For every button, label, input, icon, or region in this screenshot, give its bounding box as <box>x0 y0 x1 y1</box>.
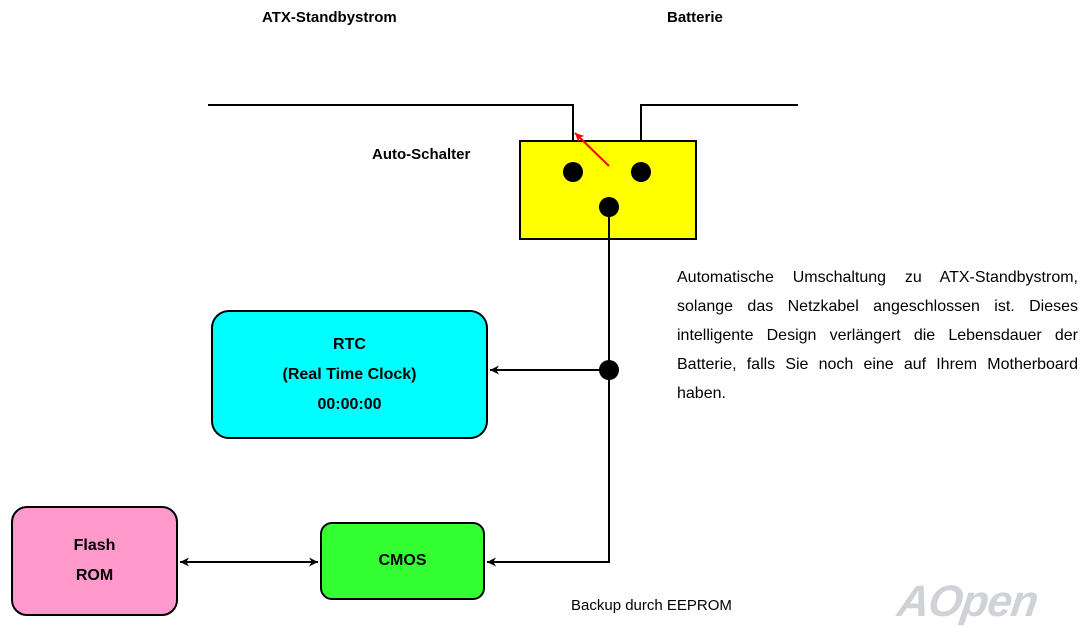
rtc-box: RTC (Real Time Clock) 00:00:00 <box>211 310 488 439</box>
flash-rom-box: Flash ROM <box>11 506 178 616</box>
aopen-logo: AOpen <box>894 577 1041 626</box>
switch-arrow <box>574 132 610 167</box>
switch-output-wire <box>487 207 610 567</box>
battery-label: Batterie <box>667 9 723 26</box>
description-text: Automatische Umschaltung zu ATX-Standbys… <box>677 269 1078 402</box>
flash-rom-line2: ROM <box>75 567 114 584</box>
backup-note: Backup durch EEPROM <box>571 597 732 614</box>
switch-contact-battery <box>631 162 651 182</box>
auto-switch-label: Auto-Schalter <box>372 146 471 163</box>
cmos-label: CMOS <box>378 552 427 569</box>
atx-standby-label: ATX-Standbystrom <box>262 9 397 26</box>
cmos-box: CMOS <box>320 522 485 600</box>
rtc-subtitle: (Real Time Clock) <box>282 365 417 383</box>
rtc-title: RTC <box>333 335 366 353</box>
junction-dot <box>599 360 619 380</box>
switch-contact-atx <box>563 162 583 182</box>
switch-contact-output <box>599 197 619 217</box>
flash-rom-line1: Flash <box>73 537 116 554</box>
rtc-time: 00:00:00 <box>317 395 382 413</box>
